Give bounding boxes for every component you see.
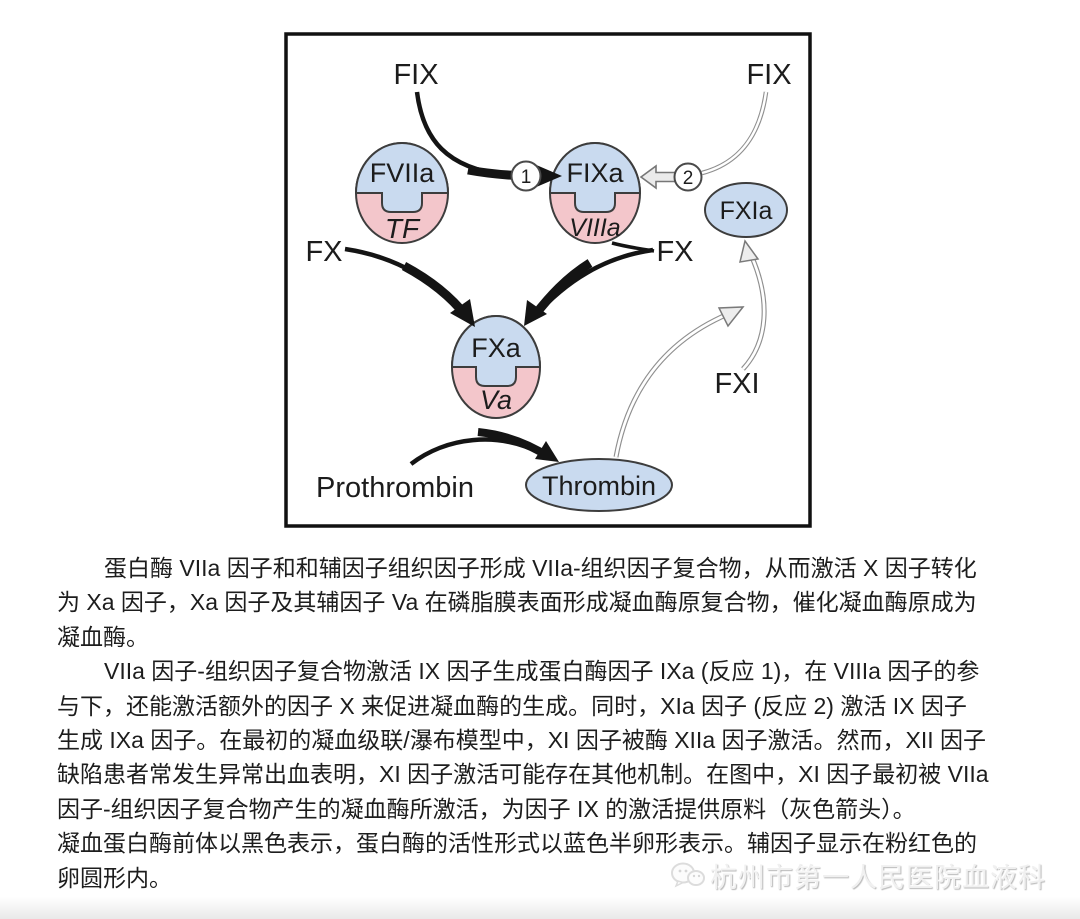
article-line: 凝血蛋白酶前体以黑色表示，蛋白酶的活性形式以蓝色半卵形表示。辅因子显示在粉红色的 xyxy=(57,830,977,857)
va-label: Va xyxy=(480,385,512,415)
article-line: 因子-组织因子复合物产生的凝血酶所激活，为因子 IX 的激活提供原料（灰色箭头）… xyxy=(57,795,916,822)
article-line: 凝血酶。 xyxy=(57,623,149,650)
watermark: 杭州市第一人民医院血液科 xyxy=(670,856,1046,895)
thrombin-label: Thrombin xyxy=(542,471,656,501)
article-line: 卵圆形内。 xyxy=(57,864,172,891)
reaction-2-number: 2 xyxy=(683,168,694,189)
prothrombin-label: Prothrombin xyxy=(316,472,474,504)
fxi-label: FXI xyxy=(714,368,759,400)
fxia-label: FXIa xyxy=(720,197,773,225)
gray-arrow-fxi-to-fxia xyxy=(739,239,767,371)
reaction-1-number: 1 xyxy=(521,167,532,188)
tf-label: TF xyxy=(385,213,421,244)
article-line: VIIa 因子-组织因子复合物激活 IX 因子生成蛋白酶因子 IXa (反应 1… xyxy=(104,658,980,685)
article-text: 蛋白酶 VIIa 因子和和辅因子组织因子形成 VIIa-组织因子复合物，从而激活… xyxy=(57,551,1027,895)
wechat-icon xyxy=(671,862,705,888)
fix-right-label: FIX xyxy=(746,59,791,91)
fviia-label: FVIIa xyxy=(370,158,436,188)
fxa-va-complex: FXa Va xyxy=(450,315,542,419)
thrombin-oval xyxy=(525,458,673,512)
article-line: 与下，还能激活额外的因子 X 来促进凝血酶的生成。同时，XIa 因子 (反应 2… xyxy=(57,692,967,719)
fix-left-label: FIX xyxy=(393,59,438,91)
fxia-oval: FXIa xyxy=(704,182,788,238)
fx-right-label: FX xyxy=(656,236,693,268)
fixa-viiia-complex: FIXa VIIIa xyxy=(548,142,642,244)
black-arrow-fx-left-to-fxa xyxy=(344,246,475,327)
figure-border xyxy=(284,32,812,528)
article-line: 为 Xa 因子，Xa 因子及其辅因子 Va 在磷脂膜表面形成凝血酶原复合物，催化… xyxy=(57,589,977,616)
article-line: 缺陷患者常发生异常出血表明，XI 因子激活可能存在其他机制。在图中，XI 因子最… xyxy=(57,761,989,788)
reaction-1-badge: 1 xyxy=(510,160,542,192)
fviia-tf-complex: FVIIa TF xyxy=(354,142,450,244)
bottom-gradient-strip xyxy=(0,897,1080,919)
gray-arrow-thrombin-to-fxi xyxy=(613,306,745,458)
gray-arrow-fix-to-reaction2 xyxy=(701,91,769,176)
watermark-text: 杭州市第一人民医院血液科 xyxy=(710,863,1046,893)
fxa-label: FXa xyxy=(471,333,522,363)
reaction-2-badge: 2 xyxy=(673,162,703,192)
black-arrow-fx-right-to-fxa xyxy=(524,241,655,326)
black-arrow-prothrombin-to-thrombin xyxy=(409,428,559,466)
article-line: 蛋白酶 VIIa 因子和和辅因子组织因子形成 VIIa-组织因子复合物，从而激活… xyxy=(104,555,977,581)
article-line: 生成 IXa 因子。在最初的凝血级联/瀑布模型中，XI 因子被酶 XIIa 因子… xyxy=(57,727,987,754)
fixa-label: FIXa xyxy=(566,158,624,188)
viiia-label: VIIIa xyxy=(569,214,621,242)
fx-left-label: FX xyxy=(305,236,342,268)
